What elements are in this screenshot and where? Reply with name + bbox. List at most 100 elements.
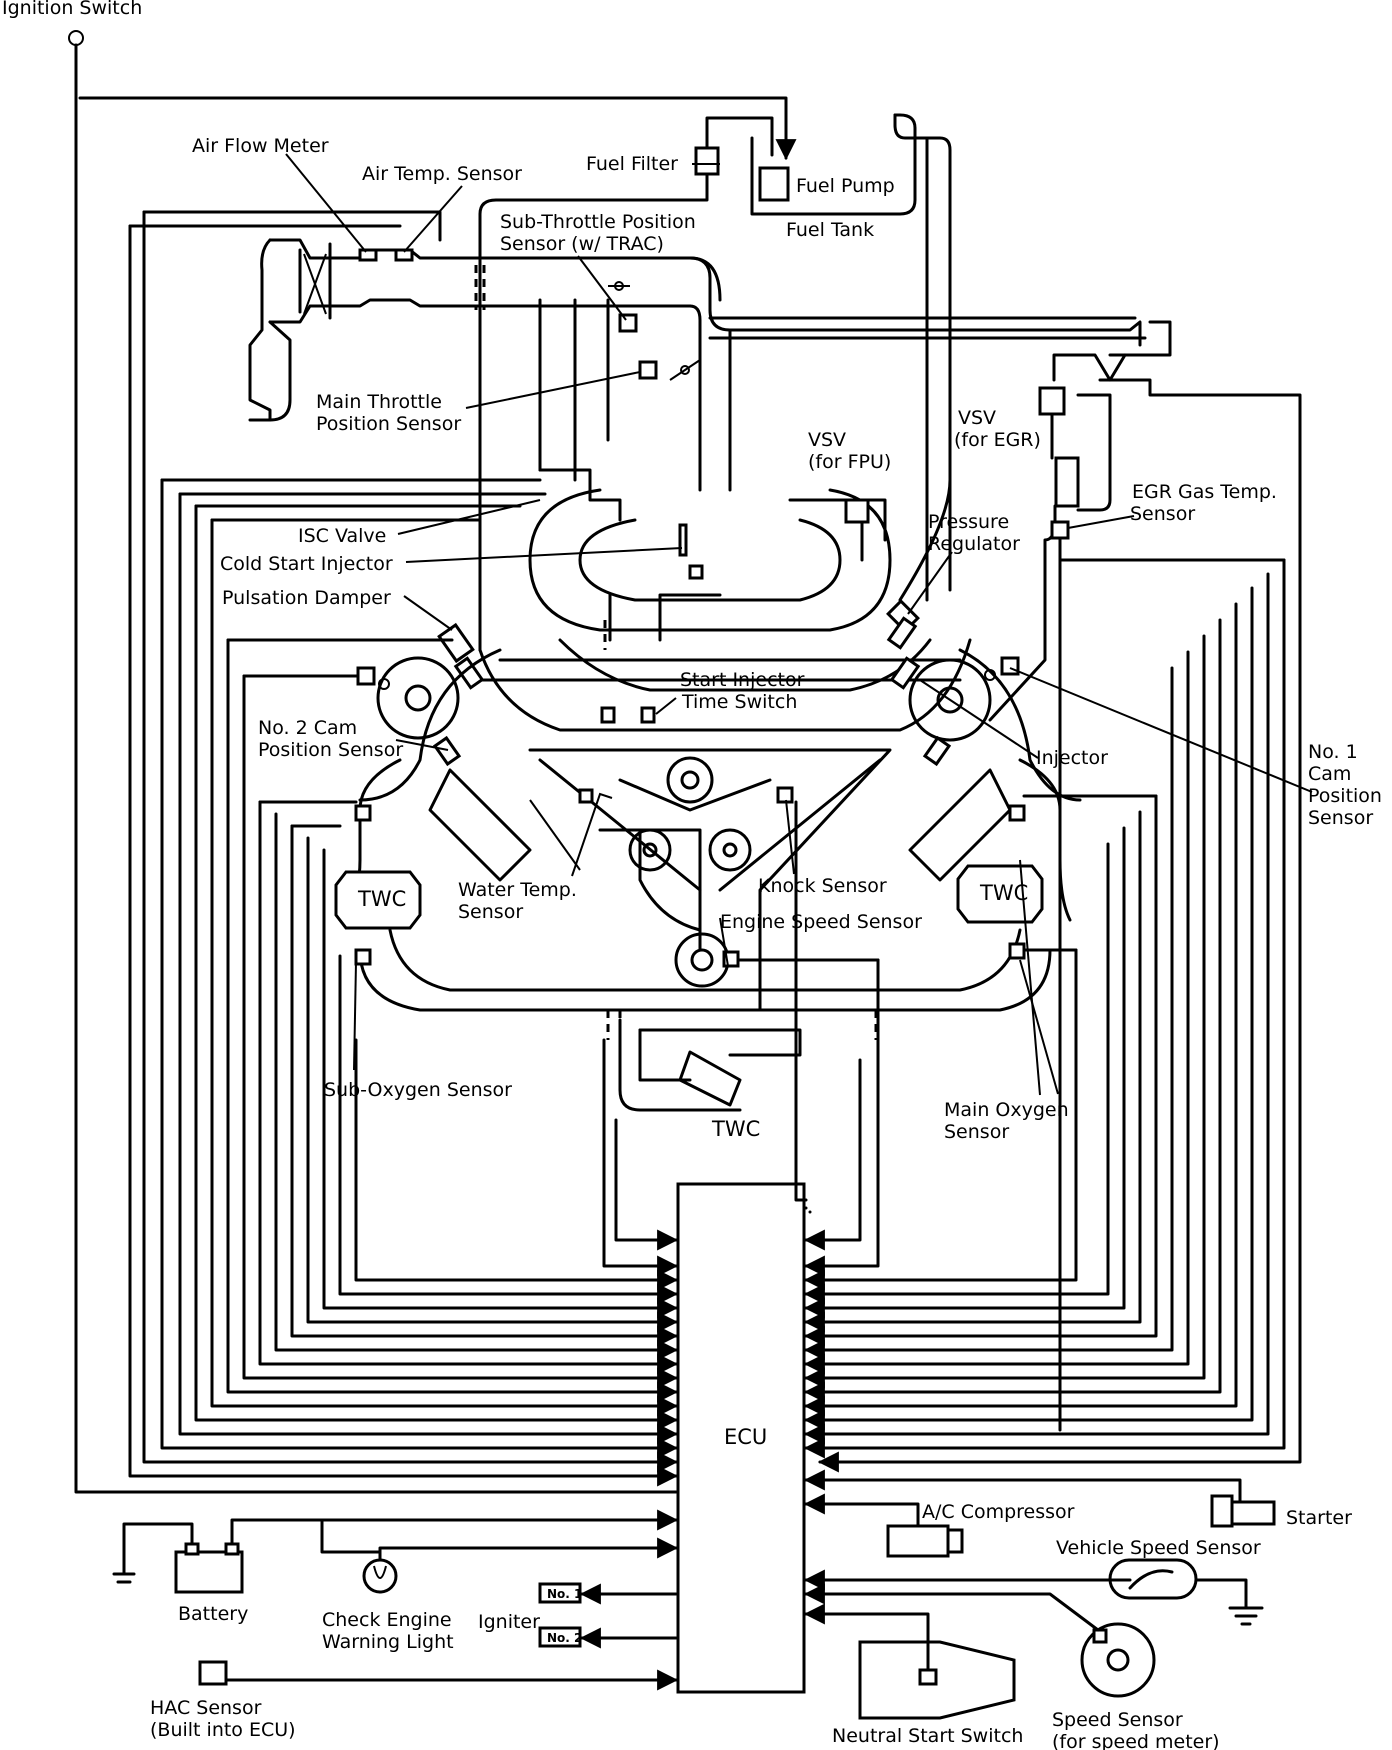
main-throttle-label-1: Main Throttle bbox=[316, 391, 442, 413]
vsv-fpu-label-1: VSV bbox=[808, 429, 846, 451]
ignition-switch bbox=[68, 30, 797, 1494]
water-temp-label-1: Water Temp. bbox=[458, 879, 577, 901]
fuel-pump-label: Fuel Pump bbox=[796, 175, 895, 197]
no1-cam-label-4: Sensor bbox=[1308, 807, 1373, 829]
check-engine-light-icon bbox=[362, 1558, 398, 1594]
no1-cam-position-sensor-icon bbox=[1000, 656, 1020, 676]
pulsation-damper-label: Pulsation Damper bbox=[222, 587, 391, 609]
leader-lines bbox=[285, 153, 1313, 1096]
isc-valve-label: ISC Valve bbox=[298, 525, 386, 547]
vsv-fpu-label-2: (for FPU) bbox=[808, 451, 891, 473]
water-temp-label-2: Sensor bbox=[458, 901, 523, 923]
hac-sensor-label-1: HAC Sensor bbox=[150, 1697, 262, 1719]
air-temp-sensor-icon bbox=[394, 248, 414, 262]
air-flow-meter-icon bbox=[358, 248, 378, 262]
ecu-right-wiring bbox=[736, 558, 1286, 1459]
hac-sensor-icon bbox=[198, 1660, 228, 1686]
injector-icon bbox=[889, 656, 921, 690]
starter bbox=[803, 1469, 1276, 1528]
twc-left-label: TWC bbox=[357, 887, 406, 911]
no1-cam-label-3: Position bbox=[1308, 785, 1382, 807]
injector-label: Injector bbox=[1036, 747, 1108, 769]
air-temp-sensor-label: Air Temp. Sensor bbox=[362, 163, 522, 185]
air-intake bbox=[248, 238, 1172, 482]
no2-cam-label-2: Position Sensor bbox=[258, 739, 403, 761]
left-cam-pulley bbox=[356, 656, 460, 740]
no1-cam-label-2: Cam bbox=[1308, 763, 1351, 785]
pressure-regulator-label-1: Pressure bbox=[928, 511, 1009, 533]
air-flow-meter-label: Air Flow Meter bbox=[192, 135, 329, 157]
cold-start-injector-label: Cold Start Injector bbox=[220, 553, 393, 575]
intake-plenum bbox=[478, 478, 972, 732]
no1-cam-label-1: No. 1 bbox=[1308, 741, 1358, 763]
main-throttle-position-sensor-icon bbox=[638, 360, 658, 380]
oxygen-sensors bbox=[354, 804, 1026, 966]
pressure-regulator-label-2: Regulator bbox=[928, 533, 1020, 555]
battery-icon bbox=[174, 1550, 244, 1594]
twc-left: TWC bbox=[334, 870, 422, 930]
fuel-filter-icon bbox=[694, 146, 720, 176]
hac-sensor-label-2: (Built into ECU) bbox=[150, 1719, 296, 1741]
main-oxygen-sensor-icon bbox=[1008, 804, 1026, 822]
injectors bbox=[432, 616, 952, 767]
fuel-filter-label: Fuel Filter bbox=[586, 153, 678, 175]
main-oxygen-label-2: Sensor bbox=[944, 1121, 1009, 1143]
vehicle-speed-sensor-label: Vehicle Speed Sensor bbox=[1056, 1537, 1261, 1559]
ac-compressor-label: A/C Compressor bbox=[922, 1501, 1075, 1523]
fuel-pump-icon bbox=[758, 166, 790, 202]
vsv-egr-label-1: VSV bbox=[958, 407, 996, 429]
throttle-body bbox=[474, 265, 701, 522]
knock-sensor-label: Knock Sensor bbox=[758, 875, 887, 897]
speed-sensor-icon bbox=[1080, 1622, 1156, 1698]
cold-start-injector-icon bbox=[678, 523, 688, 557]
sub-oxygen-sensor-right-icon bbox=[1008, 942, 1026, 960]
vehicle-speed-sensor bbox=[803, 1558, 1264, 1626]
twc-right-label: TWC bbox=[979, 881, 1028, 905]
speed-sensor-label-2: (for speed meter) bbox=[1052, 1731, 1220, 1750]
pulsation-damper-icon bbox=[437, 622, 475, 664]
starter-icon bbox=[1228, 1500, 1276, 1526]
no2-cam-position-sensor-icon bbox=[356, 666, 376, 686]
vsv-egr-icon bbox=[1038, 386, 1066, 416]
ignition-switch-label: Ignition Switch bbox=[2, 0, 142, 19]
vsv-egr-label-2: (for EGR) bbox=[954, 429, 1041, 451]
ecu-label: ECU bbox=[724, 1425, 767, 1449]
egr-valve-icon bbox=[1054, 456, 1080, 508]
engine-speed-rotor-icon bbox=[674, 932, 730, 988]
twc-right: TWC bbox=[956, 864, 1044, 924]
left-main-oxygen-sensor-icon bbox=[354, 804, 372, 822]
hac-sensor bbox=[198, 1660, 679, 1691]
twc-bottom-label: TWC bbox=[711, 1117, 760, 1141]
water-temp-sensor-icon bbox=[578, 788, 594, 804]
no2-cam-label-1: No. 2 Cam bbox=[258, 717, 357, 739]
sub-oxygen-sensor-label: Sub-Oxygen Sensor bbox=[324, 1079, 512, 1101]
igniter-label: Igniter bbox=[478, 1611, 540, 1633]
right-cam-pulley bbox=[908, 656, 1020, 742]
ac-compressor-icon bbox=[886, 1524, 950, 1558]
vsv-egr bbox=[817, 353, 1302, 1473]
speed-sensor-label-1: Speed Sensor bbox=[1052, 1709, 1183, 1731]
sub-throttle-label-1: Sub-Throttle Position bbox=[500, 211, 696, 233]
ecu-left-wiring bbox=[128, 210, 679, 1487]
vsv-fpu-icon bbox=[844, 498, 870, 524]
fuel-tank-label: Fuel Tank bbox=[786, 219, 874, 241]
neutral-start-switch bbox=[803, 1603, 1016, 1720]
egr-gas-temp-sensor-icon bbox=[1050, 520, 1070, 540]
knock-sensor-icon bbox=[776, 786, 794, 804]
start-injector-label-1: Start Injector bbox=[680, 669, 805, 691]
battery-label: Battery bbox=[178, 1603, 248, 1625]
egr-gas-label-2: Sensor bbox=[1130, 503, 1195, 525]
speed-sensor bbox=[803, 1583, 1156, 1698]
ac-compressor bbox=[803, 1493, 964, 1558]
igniter-no1-label: No. 1 bbox=[547, 1587, 582, 1601]
igniter-no2-label: No. 2 bbox=[547, 1631, 582, 1645]
igniter: No. 1 No. 2 bbox=[538, 1582, 678, 1649]
sub-throttle-position-sensor-icon bbox=[618, 313, 638, 333]
engine-speed-sensor-label: Engine Speed Sensor bbox=[720, 911, 922, 933]
egr-gas-label-1: EGR Gas Temp. bbox=[1132, 481, 1277, 503]
check-engine-label-1: Check Engine bbox=[322, 1609, 452, 1631]
ecu: ECU bbox=[676, 1182, 806, 1694]
neutral-start-switch-label: Neutral Start Switch bbox=[832, 1725, 1023, 1747]
